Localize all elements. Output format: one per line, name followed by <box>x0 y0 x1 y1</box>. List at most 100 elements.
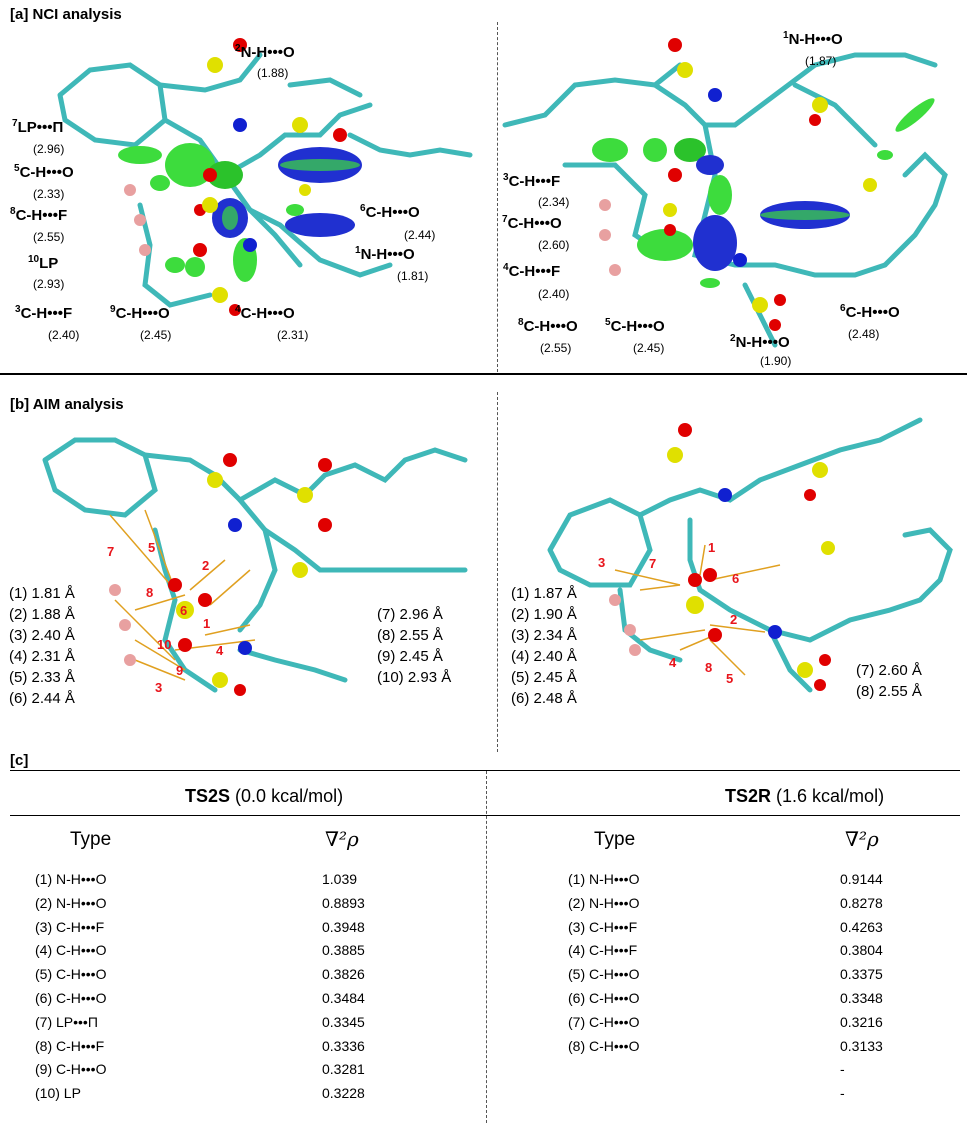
table-right-type-header: Type <box>594 829 636 850</box>
aim-right-marker-7: 7 <box>649 556 657 571</box>
nci-left-label-8: 8C-H•••F <box>10 206 68 224</box>
nci-left-label-9: 9C-H•••O <box>110 304 170 322</box>
table-right-row-value: 0.3216 <box>840 1013 883 1030</box>
table-left-laplacian-header: ∇²ρ <box>325 827 359 851</box>
table-right-row-value: 0.8278 <box>840 894 883 911</box>
aim-left-dist-list-2: (7) 2.96 Å(8) 2.55 Å(9) 2.45 Å(10) 2.93 … <box>377 606 452 686</box>
aim-right-marker-3: 3 <box>598 555 606 570</box>
table-left-type-header: Type <box>70 829 112 850</box>
table-right-row-type: (5) C-H•••O <box>568 966 640 983</box>
table-right-laplacian-header: ∇²ρ <box>845 827 879 851</box>
nci-left-dist-9: (2.45) <box>140 328 172 342</box>
aim-left-marker-8: 8 <box>146 585 154 600</box>
aim-right-dist-list-2: (7) 2.60 Å(8) 2.55 Å <box>856 662 922 700</box>
panel-a-label: [a] NCI analysis <box>10 6 122 23</box>
nci-left-dist-7: (2.96) <box>33 142 65 156</box>
table-right-row-type: (8) C-H•••O <box>568 1037 640 1054</box>
table-right-title: TS2R (1.6 kcal/mol) <box>725 786 885 806</box>
table-right-row-value: - <box>840 1061 845 1078</box>
aim-right-marker-2: 2 <box>730 612 738 627</box>
nci-right-label-1: 1N-H•••O <box>783 30 843 48</box>
table-left-row-type: (9) C-H•••O <box>35 1061 107 1078</box>
nci-left-label-3: 3C-H•••F <box>15 304 73 322</box>
nci-left-dist-5: (2.33) <box>33 187 65 201</box>
nci-left-dist-4: (2.31) <box>277 328 309 342</box>
nci-left-molecule <box>57 38 473 316</box>
aim-right-molecule <box>547 417 953 693</box>
panel-c-header-rule <box>10 815 960 816</box>
table-left-row-type: (8) C-H•••F <box>35 1037 105 1054</box>
table-left-row-type: (10) LP <box>35 1085 81 1102</box>
table-left-row-type: (6) C-H•••O <box>35 990 107 1006</box>
aim-left-marker-5: 5 <box>148 540 156 555</box>
aim-left-marker-9: 9 <box>176 663 184 678</box>
table-right-row-value: 0.9144 <box>840 871 883 887</box>
nci-right-label-4: 4C-H•••F <box>503 262 561 280</box>
nci-right-dist-3: (2.34) <box>538 195 570 209</box>
nci-left-dist-2: (1.88) <box>257 66 289 80</box>
nci-right-dist-5: (2.45) <box>633 341 665 355</box>
nci-right-label-8: 8C-H•••O <box>518 317 578 335</box>
nci-right-dist-4: (2.40) <box>538 287 570 301</box>
table-right-row-type: (4) C-H•••F <box>568 942 638 959</box>
nci-left-label-10: 10LP <box>28 254 59 272</box>
aim-left-marker-2: 2 <box>202 558 210 573</box>
panel-c-label: [c] <box>10 752 29 769</box>
nci-left-label-1: 1N-H•••O <box>355 245 415 263</box>
nci-right-label-2: 2N-H•••O <box>730 333 790 351</box>
nci-left-dist-1: (1.81) <box>397 269 429 283</box>
nci-right-label-7: 7C-H•••O <box>502 214 562 232</box>
table-right-row-value: 0.4263 <box>840 918 883 935</box>
aim-right-marker-6: 6 <box>732 571 740 586</box>
nci-left-label-5: 5C-H•••O <box>14 163 74 181</box>
aim-right-marker-4: 4 <box>669 655 677 670</box>
panel-c-divider <box>486 771 487 1123</box>
table-left-row-type: (1) N-H•••O <box>35 871 107 887</box>
table-left-row-value: 0.3826 <box>322 966 365 983</box>
nci-left-label-7: 7LP•••Π <box>12 118 64 136</box>
nci-left-dist-10: (2.93) <box>33 277 65 291</box>
aim-right-dist-list-1: (1) 1.87 Å(2) 1.90 Å(3) 2.34 Å (4) 2.40 … <box>511 585 577 707</box>
nci-right-label-6: 6C-H•••O <box>840 303 900 321</box>
aim-left-marker-10: 10 <box>157 637 172 652</box>
nci-left-label-2: 2N-H•••O <box>235 43 295 61</box>
table-right-row-type: (2) N-H•••O <box>568 894 640 911</box>
table-left-row-type: (2) N-H•••O <box>35 894 107 911</box>
table-left-row-value: 1.039 <box>322 871 358 887</box>
table-right-row-value: 0.3133 <box>840 1037 883 1054</box>
table-left-row-value: 0.3885 <box>322 942 365 959</box>
table-right-row-type: (6) C-H•••O <box>568 990 640 1006</box>
aim-left-marker-6: 6 <box>180 603 188 618</box>
table-left-row-value: 0.3281 <box>322 1061 365 1078</box>
aim-left-marker-3: 3 <box>155 680 163 695</box>
nci-right-dist-2: (1.90) <box>760 354 792 368</box>
aim-left-molecule <box>42 437 468 696</box>
aim-right-marker-8: 8 <box>705 660 713 675</box>
aim-left-marker-4: 4 <box>216 643 224 658</box>
nci-right-dist-6: (2.48) <box>848 327 880 341</box>
table-right-row-value: - <box>840 1085 845 1102</box>
aim-left-marker-7: 7 <box>107 544 115 559</box>
table-left-row-type: (3) C-H•••F <box>35 918 105 935</box>
panel-a-divider <box>497 22 498 372</box>
table-left-title: TS2S (0.0 kcal/mol) <box>185 786 344 806</box>
nci-right-dist-1: (1.87) <box>805 54 837 68</box>
nci-left-label-4: 4C-H•••O <box>235 304 295 322</box>
table-left-row-value: 0.3948 <box>322 918 365 935</box>
table-right-row-value: 0.3348 <box>840 990 883 1006</box>
table-left-row-value: 0.3228 <box>322 1085 365 1102</box>
nci-right-dist-7: (2.60) <box>538 238 570 252</box>
aim-right-marker-5: 5 <box>726 671 734 686</box>
panel-a-bottom-rule <box>0 373 967 375</box>
table-right-row-type: (3) C-H•••F <box>568 918 638 935</box>
panel-b-label: [b] AIM analysis <box>10 396 124 413</box>
nci-right-label-3: 3C-H•••F <box>503 172 561 190</box>
nci-right-dist-8: (2.55) <box>540 341 572 355</box>
nci-left-label-6: 6C-H•••O <box>360 203 420 221</box>
table-right-row-type: (1) N-H•••O <box>568 871 640 887</box>
table-right-row-value: 0.3375 <box>840 966 883 983</box>
table-left-row-value: 0.8893 <box>322 894 365 911</box>
nci-left-dist-8: (2.55) <box>33 230 65 244</box>
aim-left-marker-1: 1 <box>203 616 211 631</box>
table-left-row-type: (4) C-H•••O <box>35 942 107 959</box>
